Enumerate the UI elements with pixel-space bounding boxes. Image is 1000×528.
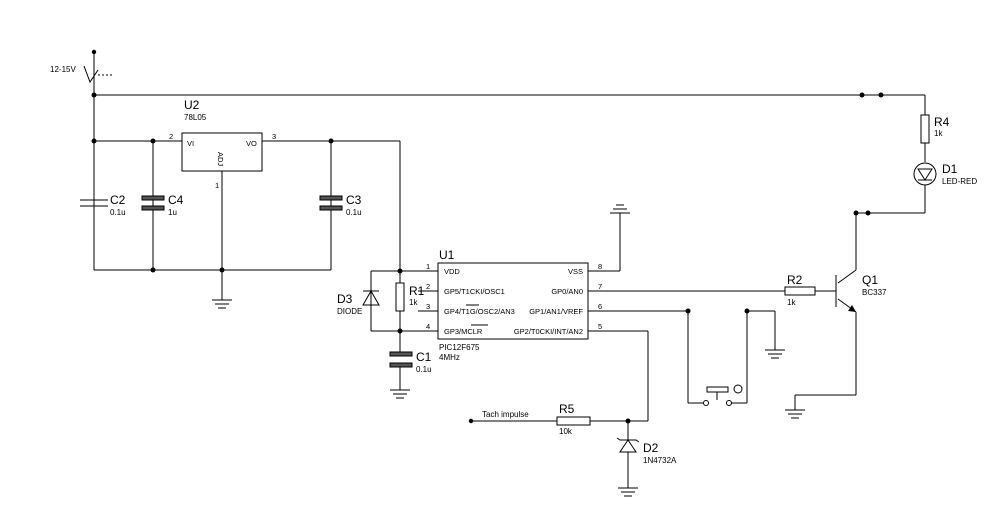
u2-pin-vi: VI: [187, 139, 194, 148]
ground-symbol: [212, 270, 232, 309]
r1-ref: R1: [409, 284, 425, 298]
u1-part: PIC12F675: [439, 343, 480, 352]
u2-pin-adj: ADJ: [216, 152, 225, 166]
c3-ref: C3: [346, 193, 362, 207]
ground-symbol: [618, 487, 638, 497]
r5-ref: R5: [559, 402, 575, 416]
u2-pin-vo: VO: [246, 139, 257, 148]
c4-ref: C4: [168, 193, 184, 207]
r4-value: 1k: [934, 129, 943, 138]
u1-pin-number: 6: [598, 302, 602, 311]
d1-value: LED-RED: [942, 177, 977, 186]
capacitor-c2: C2 0.1u: [80, 193, 126, 217]
u2-pin-number: 2: [169, 132, 173, 141]
ground-symbol: [785, 394, 856, 419]
u1-pin-number: 3: [426, 302, 430, 311]
d3-value: DIODE: [337, 307, 362, 316]
d2-value: 1N4732A: [643, 456, 677, 465]
c3-value: 0.1u: [346, 208, 362, 217]
zener-diode-d2: D2 1N4732A: [616, 421, 677, 488]
c1-ref: C1: [416, 350, 432, 364]
u1-pin-name: GP2/T0CKI/INT/AN2: [514, 327, 583, 336]
c2-value: 0.1u: [110, 208, 126, 217]
u1-pin-name: GP1/AN1/VREF: [529, 307, 583, 316]
u1-pin-number: 2: [426, 282, 430, 291]
d2-ref: D2: [643, 441, 659, 455]
u1-clock: 4MHz: [439, 353, 460, 362]
ground-symbol: [390, 389, 410, 399]
capacitor-c4: C4 1u: [141, 193, 184, 217]
q1-ref: Q1: [862, 273, 878, 287]
r5-value: 10k: [559, 427, 573, 436]
u1-ref: U1: [439, 248, 455, 262]
d1-ref: D1: [942, 162, 958, 176]
tach-label: Tach impulse: [482, 410, 529, 419]
d3-ref: D3: [337, 292, 353, 306]
r1-value: 1k: [409, 298, 418, 307]
capacitor-c1: C1 0.1u: [389, 350, 432, 390]
c1-value: 0.1u: [416, 365, 432, 374]
u2-pin-number: 1: [215, 181, 219, 190]
led-d1: D1 LED-RED: [913, 162, 977, 213]
u1-pin-name: GP5/T1CKI/OSC1: [444, 287, 505, 296]
u1-pin-name: GP3/MCLR: [444, 327, 483, 336]
c4-value: 1u: [168, 208, 177, 217]
u1-pin-name: GP0/AN0: [551, 287, 583, 296]
u1-pin-name: VSS: [568, 267, 583, 276]
diode-d3: D3 DIODE: [337, 271, 380, 331]
u1-pin-number: 1: [426, 262, 430, 271]
push-button-switch: [685, 308, 750, 406]
c2-ref: C2: [110, 193, 126, 207]
r2-ref: R2: [787, 273, 803, 287]
u1-pin-number: 5: [598, 322, 602, 331]
supply-label: 12-15V: [50, 65, 76, 74]
regulator-u2: VI VO ADJ 2 3 1 U2 78L05: [94, 98, 400, 270]
u2-value: 78L05: [184, 113, 207, 122]
q1-value: BC337: [862, 288, 887, 297]
microcontroller-u1: 1 2 3 4 8 7 6 5 VDD GP5/T1CKI/OSC1 GP4/T…: [418, 248, 785, 362]
transistor-q1: Q1 BC337: [835, 213, 887, 395]
resistor-r2: R2 1k: [784, 273, 836, 307]
r2-value: 1k: [787, 298, 796, 307]
resistor-r5: R5 10k: [471, 402, 591, 436]
ground-symbol: [610, 204, 630, 271]
ground-symbol: [747, 310, 785, 359]
resistor-r4: R4 1k: [920, 95, 950, 162]
tach-input-terminal: [468, 418, 474, 424]
u1-pin-number: 8: [598, 262, 602, 271]
u1-pin-number: 7: [598, 282, 602, 291]
u2-ref: U2: [184, 98, 200, 112]
u1-pin-name: VDD: [444, 267, 460, 276]
u2-pin-number: 3: [272, 132, 276, 141]
u1-pin-number: 4: [426, 322, 430, 331]
capacitor-c3: C3 0.1u: [319, 193, 362, 217]
u1-pin-name: GP4/T1G/OSC2/AN3: [444, 307, 515, 316]
supply-terminal: 12-15V: [50, 49, 114, 95]
r4-ref: R4: [934, 115, 950, 129]
